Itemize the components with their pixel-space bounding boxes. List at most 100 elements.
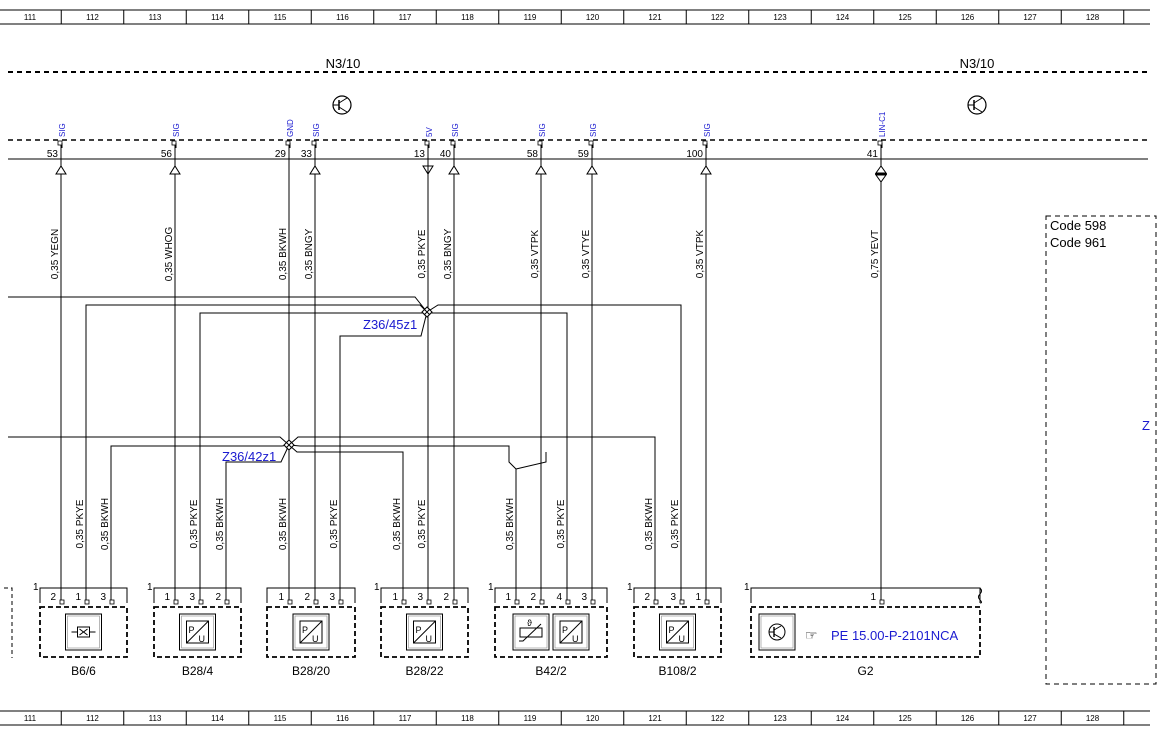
grid-column-number: 126 [961, 13, 975, 22]
pointing-hand-icon: ☞ [805, 627, 818, 643]
reference-link[interactable]: ☞ PE 15.00-P-2101NCA [805, 627, 959, 643]
svg-text:ϑ: ϑ [527, 618, 532, 628]
grid-column-number: 112 [86, 714, 99, 723]
splice-z36-42z1-icon [283, 439, 295, 451]
component-name: G2 [857, 664, 873, 678]
lower-wire-label: 0,35 BKWH [392, 498, 403, 550]
grid-column-number: 118 [461, 13, 474, 22]
splice-z36-45z1-icon [421, 306, 433, 318]
grid-column-number: 114 [211, 13, 224, 22]
component-corner-number: 1 [744, 582, 750, 593]
pressure-sensor-icon: PU [659, 613, 696, 651]
component-name: B28/20 [292, 664, 330, 678]
pin-signal-type: 5V [425, 127, 434, 137]
grid-column-number: 119 [524, 714, 537, 723]
grid-column-number: 125 [898, 13, 912, 22]
code-box-edge-text: Z [1142, 418, 1150, 433]
splice-label-z36-42z1[interactable]: Z36/42z1 [222, 449, 276, 464]
pin-number: 53 [47, 149, 59, 160]
grid-column-number: 121 [648, 714, 662, 723]
pin-signal-type: LIN-C1 [878, 111, 887, 137]
signal-direction-up-icon [55, 165, 67, 175]
pin-number: 100 [686, 149, 703, 160]
pin-signal-type: SIG [451, 123, 460, 137]
svg-text:P: P [416, 625, 422, 635]
svg-text:U: U [312, 634, 319, 644]
partial-component-left [4, 587, 13, 658]
component-pin-number: 3 [189, 592, 195, 603]
component-name: B28/22 [405, 664, 443, 678]
component-corner-number: 1 [33, 582, 39, 593]
component-pin-number: 1 [392, 592, 398, 603]
wire-label: 0,35 YEGN [50, 229, 61, 279]
wire-label: 0,35 BNGY [304, 228, 315, 279]
grid-column-number: 113 [149, 13, 162, 22]
valve-icon [65, 613, 102, 651]
lower-wire-label: 0,35 PKYE [75, 499, 86, 548]
code-label-1: Code 598 [1050, 218, 1106, 233]
grid-column-number: 116 [336, 714, 349, 723]
wire-label: 0,35 WHOG [164, 227, 175, 282]
grid-column-number: 124 [836, 13, 850, 22]
pin-number: 56 [161, 149, 173, 160]
wire-label: 0,35 BKWH [278, 228, 289, 280]
control-unit-label-right: N3/10 [960, 56, 995, 71]
bottom-grid-ruler [0, 710, 1150, 726]
signal-direction-up-icon [309, 165, 321, 175]
component-pin-number: 2 [644, 592, 650, 603]
grid-column-number: 127 [1023, 13, 1037, 22]
pressure-sensor-icon: PU [552, 613, 590, 651]
grid-column-number: 122 [711, 13, 725, 22]
pin-signal-type: SIG [703, 123, 712, 137]
grid-column-number: 128 [1086, 714, 1100, 723]
grid-column-number: 123 [773, 714, 787, 723]
lower-wire-label: 0,35 PKYE [329, 499, 340, 548]
component-pin-number: 1 [870, 592, 876, 603]
wire-label: 0,35 VTPK [530, 229, 541, 278]
grid-column-number: 111 [24, 13, 37, 22]
component-pin-number: 3 [581, 592, 587, 603]
signal-direction-up-icon [169, 165, 181, 175]
reference-link-text[interactable]: PE 15.00-P-2101NCA [831, 628, 959, 643]
lower-wire-label: 0,35 BKWH [215, 498, 226, 550]
pin-signal-type: SIG [589, 123, 598, 137]
pin-signal-type: GND [286, 119, 295, 137]
control-unit-label-left: N3/10 [326, 56, 361, 71]
component-pin-number: 3 [670, 592, 676, 603]
grid-column-number: 118 [461, 714, 474, 723]
splice-label-z36-45z1[interactable]: Z36/45z1 [363, 317, 417, 332]
grid-column-number: 112 [86, 13, 99, 22]
lower-wire-label: 0,35 BKWH [644, 498, 655, 550]
component-pin-number: 2 [530, 592, 536, 603]
component-g2[interactable]: 1 1G2 [744, 582, 981, 678]
component-pin-number: 3 [417, 592, 423, 603]
pin-number: 59 [578, 149, 590, 160]
lower-wire-label: 0,35 BKWH [505, 498, 516, 550]
signal-direction-both-icon [875, 165, 887, 174]
lower-wire-label: 0,35 PKYE [670, 499, 681, 548]
lower-wire-label: 0,35 BKWH [278, 498, 289, 550]
component-pin-number: 2 [304, 592, 310, 603]
grid-column-number: 115 [274, 13, 287, 22]
pressure-sensor-icon: PU [179, 613, 216, 651]
transistor-icon [967, 95, 987, 115]
wire-label: 0,35 PKYE [417, 229, 428, 278]
